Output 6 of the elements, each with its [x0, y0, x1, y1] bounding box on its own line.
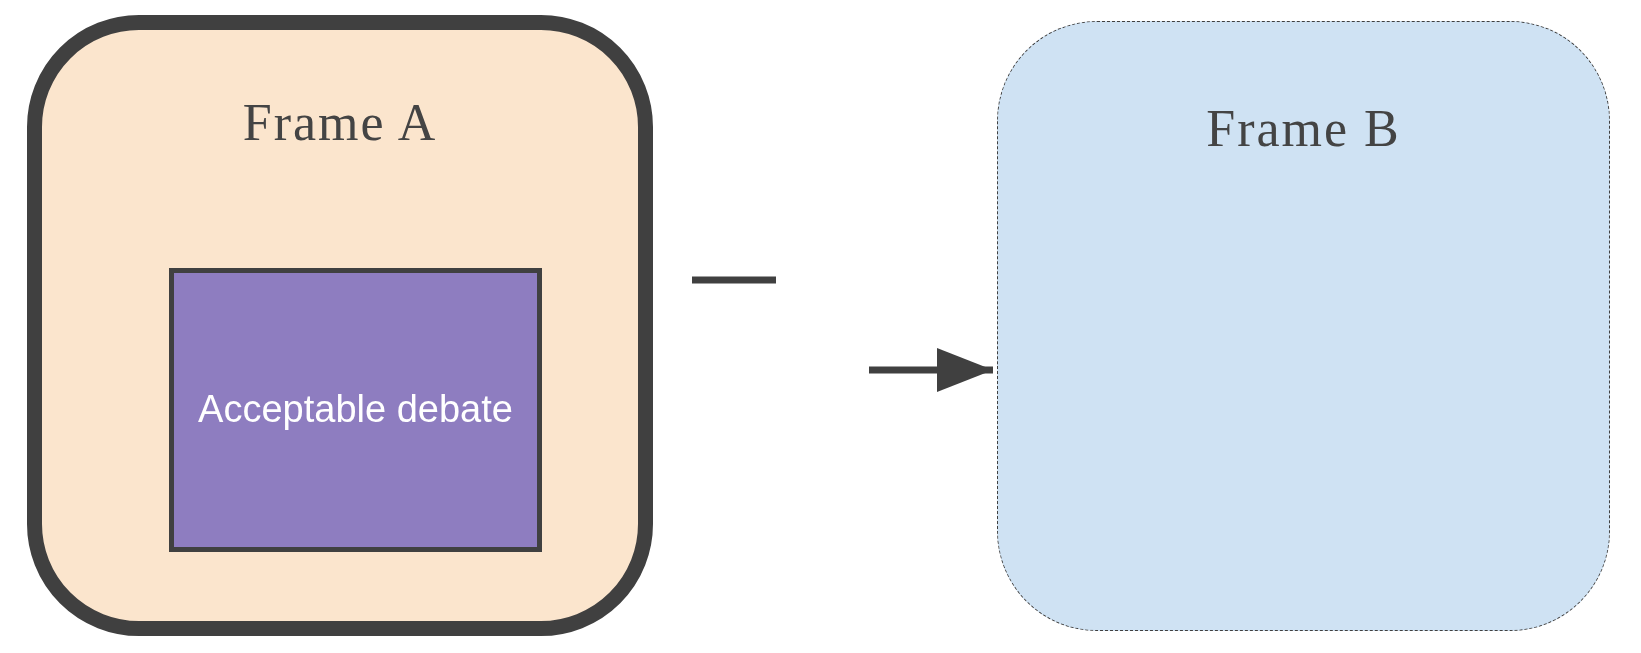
- frame-title: Frame A: [241, 93, 439, 152]
- frame-box: [997, 21, 1610, 631]
- box-label: Acceptable debate: [197, 387, 514, 433]
- process-box: [169, 268, 542, 552]
- frame-title: Frame B: [1205, 99, 1402, 158]
- frame-box: [27, 15, 653, 636]
